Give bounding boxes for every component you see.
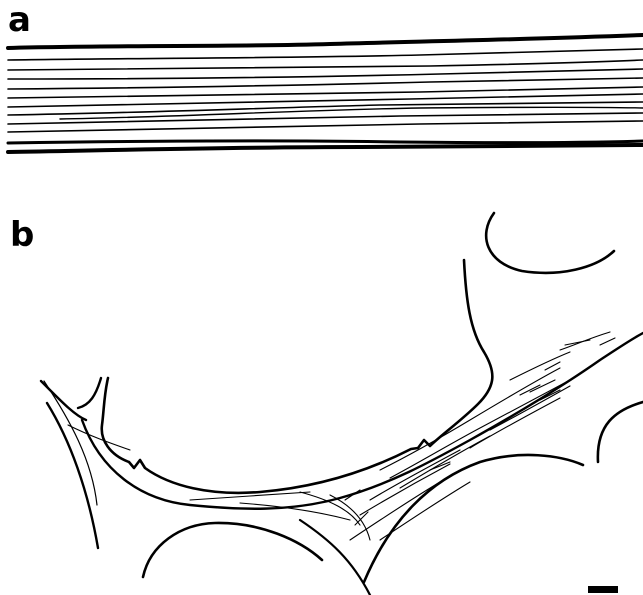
scale-bar xyxy=(588,586,618,593)
cell-outline-right-edge xyxy=(598,402,643,462)
cell-outline-bottom-left xyxy=(143,523,322,577)
cell-outline-top-right xyxy=(486,213,614,273)
panel-b-cell-drawing xyxy=(41,213,643,595)
cell-outline-main xyxy=(102,260,493,493)
bundle-bottom-edge xyxy=(8,141,643,143)
cytoplasmic-filaments xyxy=(68,332,615,540)
panel-a-filament-bundle xyxy=(8,35,643,152)
bundle-top-edge xyxy=(8,35,643,48)
